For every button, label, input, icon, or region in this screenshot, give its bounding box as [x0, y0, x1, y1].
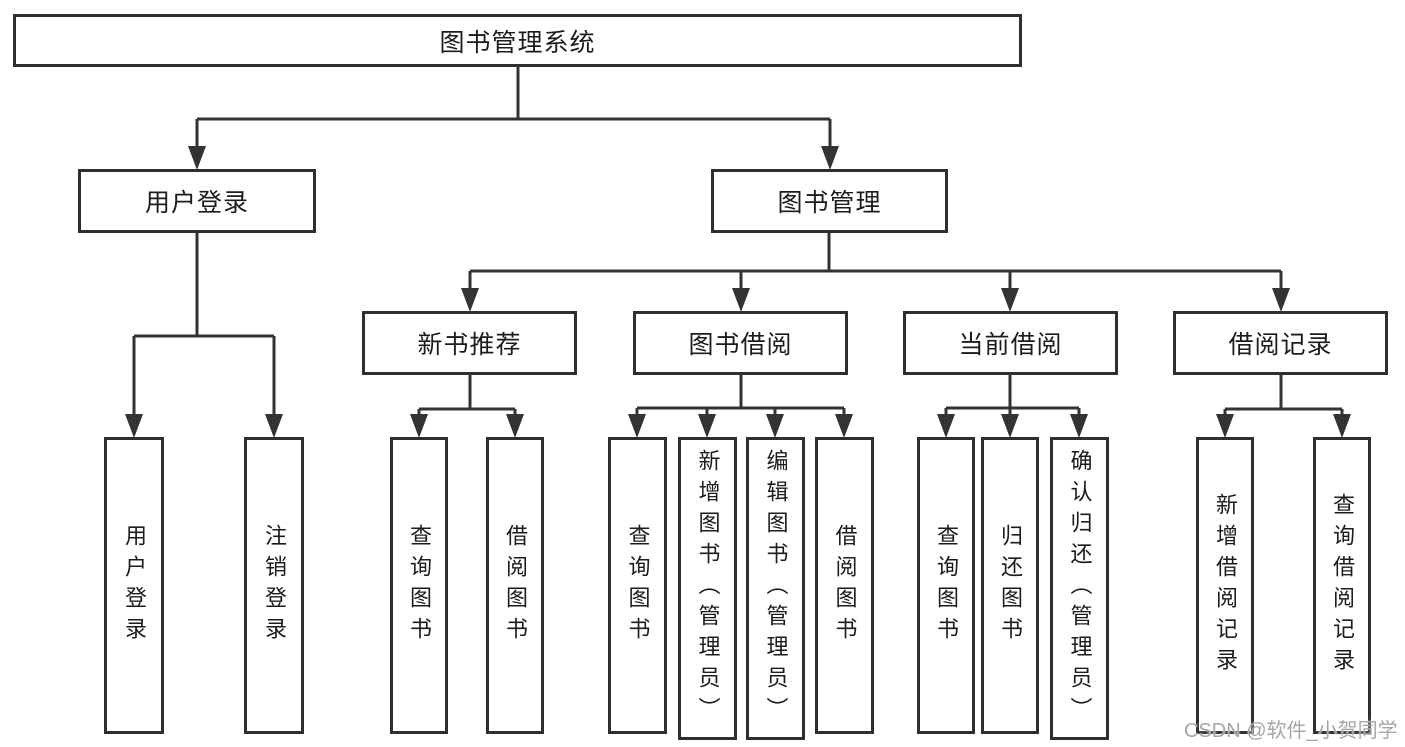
connector-current-borrow-to-leaves: [937, 375, 1088, 438]
connector-borrow-records-to-leaves: [1216, 375, 1351, 438]
node-current-borrow-label: 当前借阅: [958, 331, 1063, 359]
node-edit-books-admin-label: 编辑图书（管理员）: [763, 449, 789, 728]
node-add-books-admin-label: 新增图书（管理员）: [695, 449, 721, 728]
node-query-books-borrow-label: 查询图书: [625, 523, 651, 648]
node-add-borrow-record-label: 新增借阅记录: [1213, 492, 1238, 679]
node-add-books-admin: 新增图书（管理员）: [678, 437, 737, 740]
node-user-login-label: 用户登录: [144, 189, 249, 217]
node-query-books-recommend-label: 查询图书: [407, 523, 432, 648]
node-borrow-books-recommend-label: 借阅图书: [503, 523, 528, 648]
node-query-borrow-record: 查询借阅记录: [1313, 437, 1371, 734]
node-borrow-records: 借阅记录: [1173, 311, 1388, 375]
connector-book-borrow-to-leaves: [628, 375, 853, 438]
node-user-login: 用户登录: [78, 169, 316, 233]
node-logout-action: 注销登录: [244, 437, 304, 734]
node-return-books: 归还图书: [981, 437, 1039, 734]
node-query-books-borrow: 查询图书: [608, 437, 667, 734]
node-user-login-action: 用户登录: [104, 437, 164, 734]
node-root: 图书管理系统: [13, 14, 1022, 67]
node-new-book-recommend: 新书推荐: [362, 311, 577, 375]
node-book-borrow: 图书借阅: [633, 311, 848, 375]
node-user-login-action-label: 用户登录: [122, 523, 147, 648]
connector-root-to-level1: [188, 67, 839, 170]
node-borrow-books-action: 借阅图书: [815, 437, 874, 734]
node-book-management-label: 图书管理: [777, 189, 882, 217]
node-book-borrow-label: 图书借阅: [688, 331, 793, 359]
node-book-management: 图书管理: [711, 169, 948, 233]
node-confirm-return-admin-label: 确认归还（管理员）: [1067, 449, 1093, 728]
node-query-books-current-label: 查询图书: [934, 523, 959, 648]
node-borrow-records-label: 借阅记录: [1228, 331, 1333, 359]
node-query-books-recommend: 查询图书: [390, 437, 448, 734]
node-return-books-label: 归还图书: [998, 523, 1023, 648]
node-borrow-books-action-label: 借阅图书: [832, 523, 858, 648]
connector-user-login-to-leaves: [125, 232, 283, 438]
connector-new-book-recommend-to-leaves: [410, 375, 524, 438]
csdn-watermark: CSDN @软件_小贺同学: [1184, 720, 1398, 742]
node-logout-action-label: 注销登录: [262, 523, 287, 648]
node-confirm-return-admin: 确认归还（管理员）: [1050, 437, 1109, 740]
node-query-borrow-record-label: 查询借阅记录: [1330, 492, 1355, 679]
node-add-borrow-record: 新增借阅记录: [1196, 437, 1254, 734]
node-borrow-books-recommend: 借阅图书: [486, 437, 544, 734]
node-edit-books-admin: 编辑图书（管理员）: [746, 437, 805, 740]
node-root-label: 图书管理系统: [439, 28, 596, 57]
node-query-books-current: 查询图书: [917, 437, 975, 734]
node-new-book-recommend-label: 新书推荐: [417, 331, 522, 359]
connector-book-management-to-sections: [461, 232, 1290, 312]
node-current-borrow: 当前借阅: [903, 311, 1118, 375]
